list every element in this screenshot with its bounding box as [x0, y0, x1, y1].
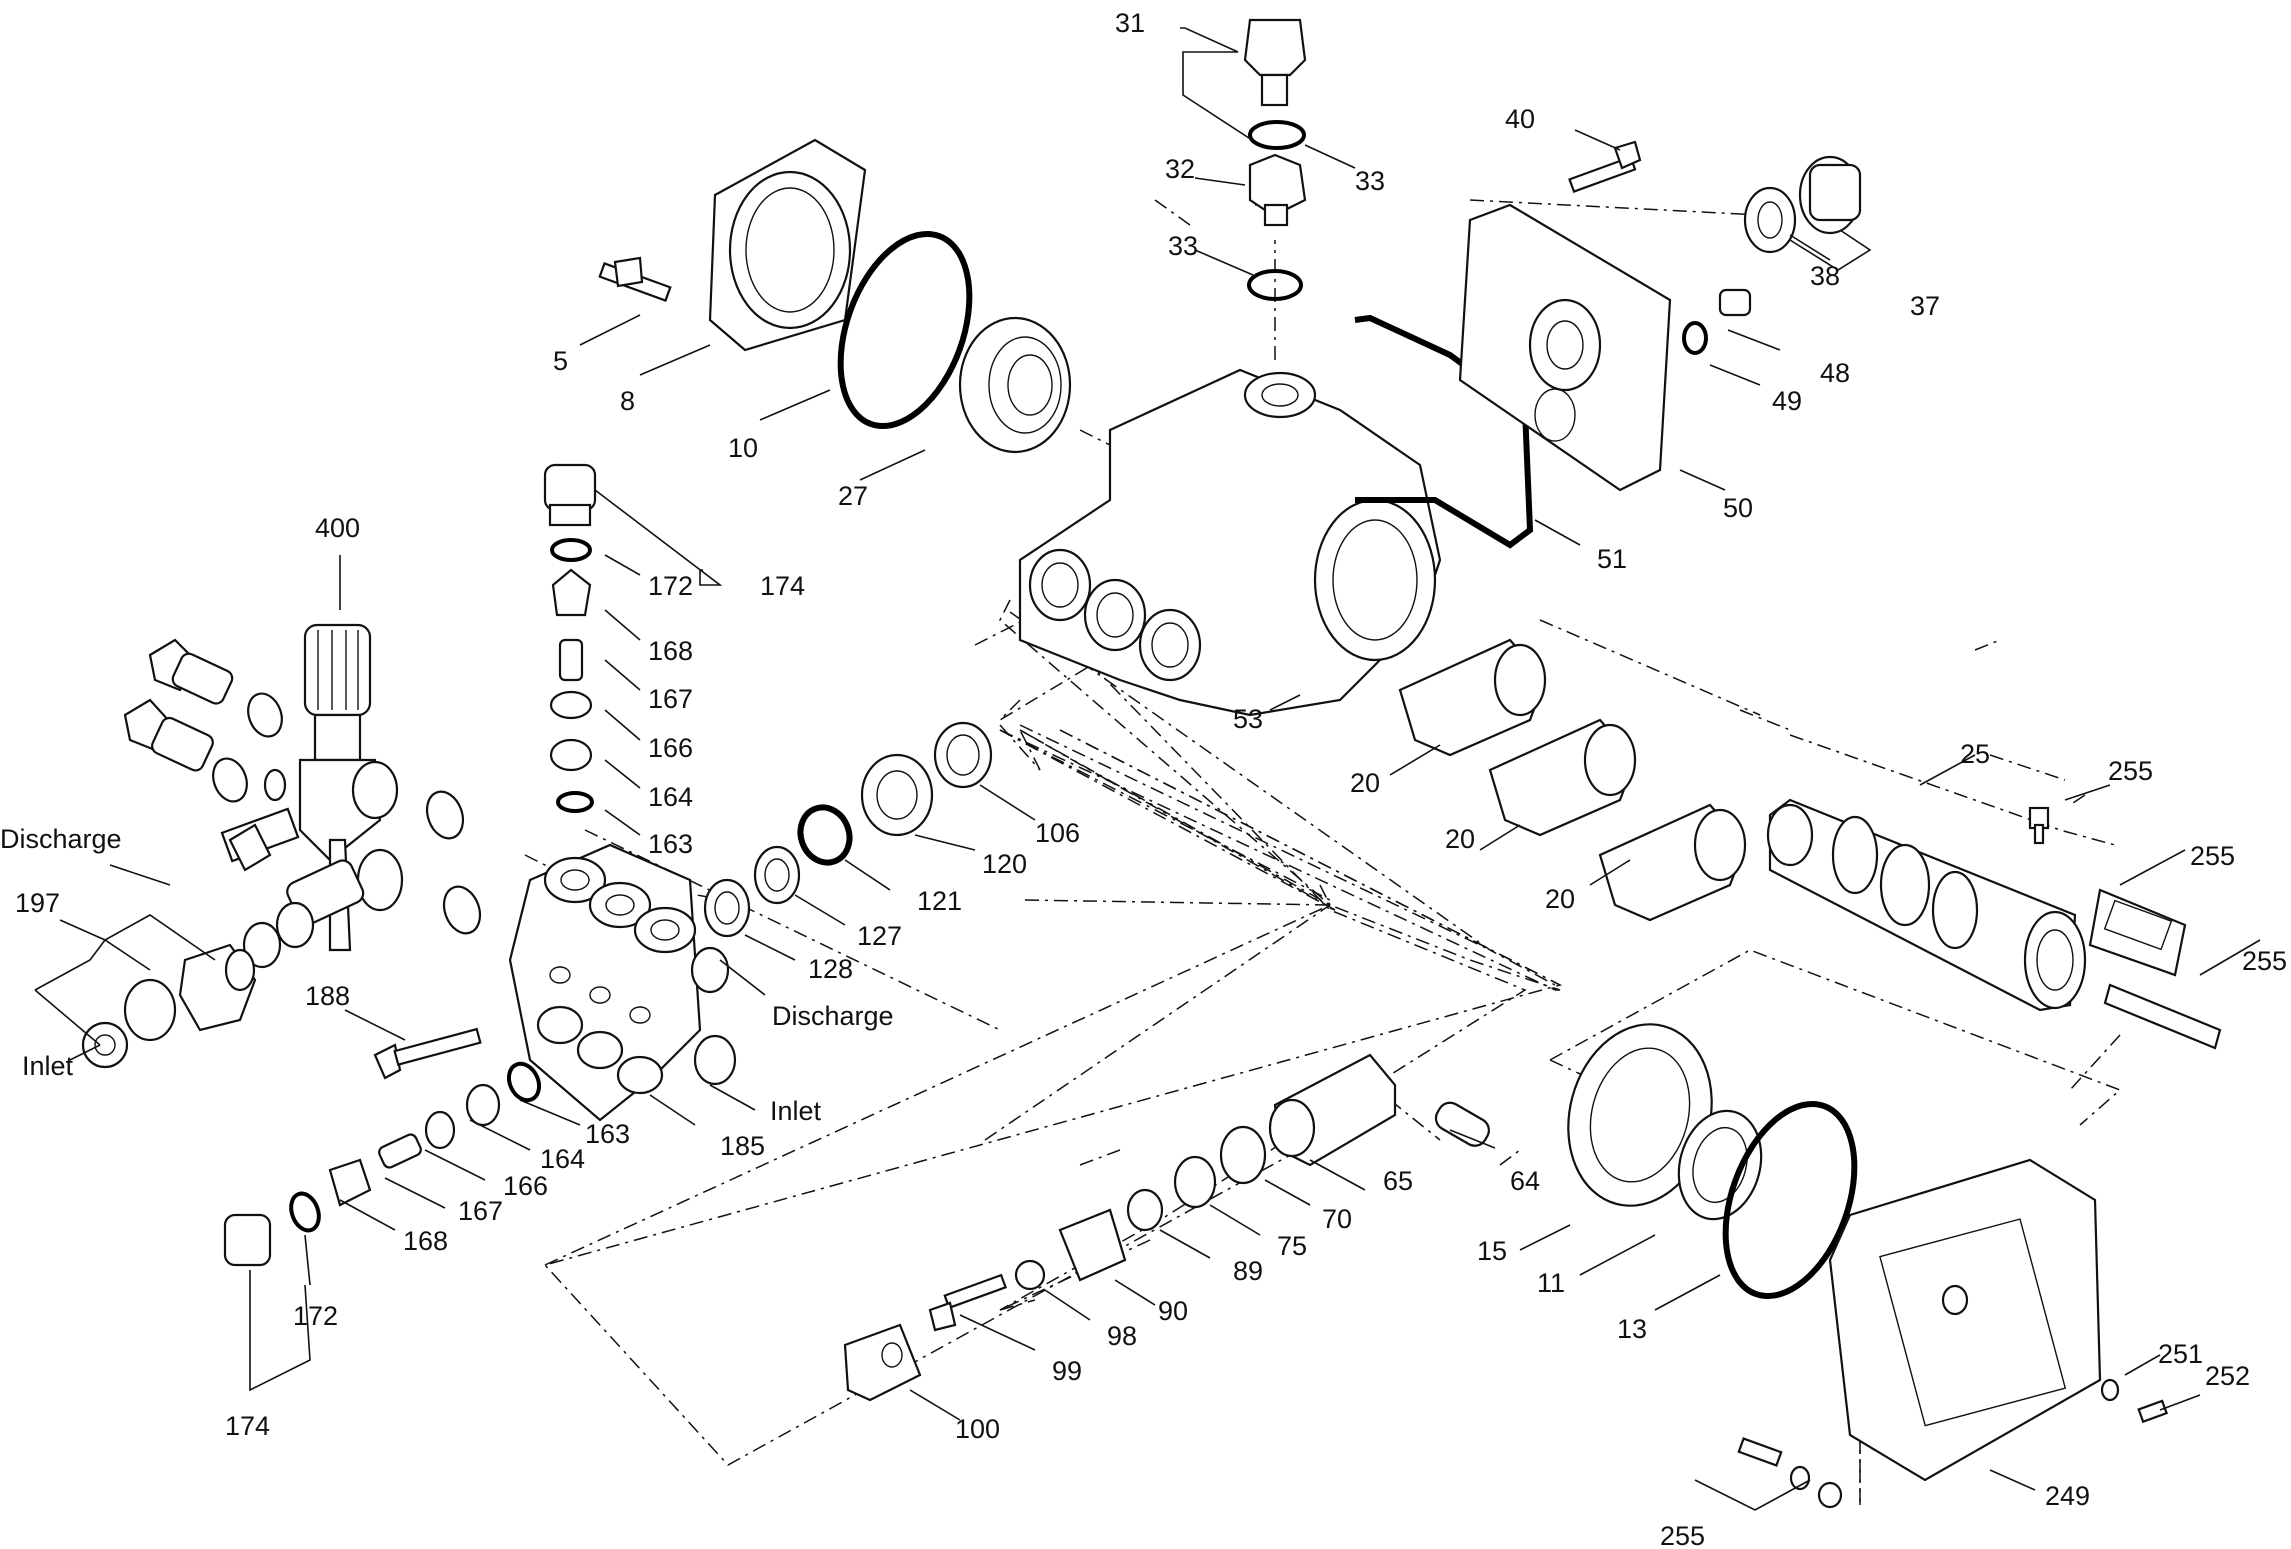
- upper-valve-stack: [543, 463, 597, 813]
- inlet-fittings: [81, 901, 315, 1069]
- label-164-lower: 164: [540, 1144, 585, 1174]
- label-185: 185: [720, 1131, 765, 1161]
- label-188: 188: [305, 981, 350, 1011]
- label-33-lower: 33: [1168, 231, 1198, 261]
- label-70: 70: [1322, 1204, 1352, 1234]
- label-255-bottom: 255: [1660, 1521, 1705, 1549]
- label-49: 49: [1772, 386, 1802, 416]
- label-197: 197: [15, 888, 60, 918]
- label-48: 48: [1820, 358, 1850, 388]
- piston-seals: [703, 721, 993, 938]
- label-27: 27: [838, 481, 868, 511]
- label-discharge-right: Discharge: [772, 1001, 894, 1031]
- crankcase: [1018, 368, 1442, 717]
- label-174: 174: [760, 571, 805, 601]
- label-25: 25: [1960, 739, 1990, 769]
- label-65: 65: [1383, 1166, 1413, 1196]
- label-90: 90: [1158, 1296, 1188, 1326]
- label-255-screw: 255: [2108, 756, 2153, 786]
- label-400: 400: [315, 513, 360, 543]
- label-89: 89: [1233, 1256, 1263, 1286]
- banjo-fittings: [123, 638, 482, 935]
- label-100: 100: [955, 1414, 1000, 1444]
- label-164: 164: [648, 782, 693, 812]
- bearing-cover-left: [598, 138, 1072, 454]
- label-255-key: 255: [2242, 946, 2287, 976]
- label-167: 167: [648, 684, 693, 714]
- label-38: 38: [1810, 261, 1840, 291]
- top-plugs: [1243, 18, 1642, 301]
- label-172: 172: [648, 571, 693, 601]
- label-99: 99: [1052, 1356, 1082, 1386]
- lower-valve-stack: [223, 1061, 542, 1267]
- label-32: 32: [1165, 154, 1195, 184]
- label-inlet-right: Inlet: [770, 1096, 822, 1126]
- label-51: 51: [1597, 544, 1627, 574]
- label-13: 13: [1617, 1314, 1647, 1344]
- label-31: 31: [1115, 8, 1145, 38]
- label-5: 5: [553, 346, 568, 376]
- label-11: 11: [1537, 1268, 1565, 1298]
- label-163: 163: [648, 829, 693, 859]
- label-174-lower: 174: [225, 1411, 270, 1441]
- label-172-lower: 172: [293, 1301, 338, 1331]
- label-163-lower: 163: [585, 1119, 630, 1149]
- rear-cover: [1354, 203, 1672, 549]
- label-discharge-left: Discharge: [0, 824, 122, 854]
- label-20-b: 20: [1445, 824, 1475, 854]
- label-20-c: 20: [1545, 884, 1575, 914]
- label-98: 98: [1107, 1321, 1137, 1351]
- pump-head-manifold: [508, 843, 737, 1122]
- label-121: 121: [917, 886, 962, 916]
- callout-labels: 31 33 40 32 33 38 37 5 8 48 49 10 27 50 …: [0, 8, 2287, 1549]
- flange-249: [1737, 1158, 2169, 1509]
- label-20-a: 20: [1350, 768, 1380, 798]
- label-64: 64: [1510, 1166, 1540, 1196]
- label-166: 166: [648, 733, 693, 763]
- label-168: 168: [648, 636, 693, 666]
- label-50: 50: [1723, 493, 1753, 523]
- unloader-valve: [220, 623, 404, 952]
- label-106: 106: [1035, 818, 1080, 848]
- label-252: 252: [2205, 1361, 2250, 1391]
- bolt-188: [373, 1027, 482, 1080]
- label-40: 40: [1505, 104, 1535, 134]
- label-120: 120: [982, 849, 1027, 879]
- label-255-plate: 255: [2190, 841, 2235, 871]
- side-plugs: [1682, 155, 1862, 355]
- label-166-lower: 166: [503, 1171, 548, 1201]
- label-33: 33: [1355, 166, 1385, 196]
- label-37: 37: [1910, 291, 1940, 321]
- label-15: 15: [1477, 1236, 1507, 1266]
- label-128: 128: [808, 954, 853, 984]
- label-251: 251: [2158, 1339, 2203, 1369]
- label-10: 10: [728, 433, 758, 463]
- crankshaft: [1766, 798, 2087, 1012]
- label-168-lower: 168: [403, 1226, 448, 1256]
- plunger-assembly: [843, 1053, 1490, 1402]
- bearing-cover-right: [1567, 1023, 1858, 1300]
- label-167-lower: 167: [458, 1196, 503, 1226]
- label-8: 8: [620, 386, 635, 416]
- leader-lines: [34, 27, 2261, 1511]
- small-parts-255: [2028, 806, 2222, 1050]
- connecting-rods: [1398, 638, 1747, 922]
- label-inlet-left: Inlet: [22, 1051, 74, 1081]
- label-53: 53: [1233, 704, 1263, 734]
- label-127: 127: [857, 921, 902, 951]
- label-75: 75: [1277, 1231, 1307, 1261]
- centerlines: [524, 199, 2122, 1505]
- label-249: 249: [2045, 1481, 2090, 1511]
